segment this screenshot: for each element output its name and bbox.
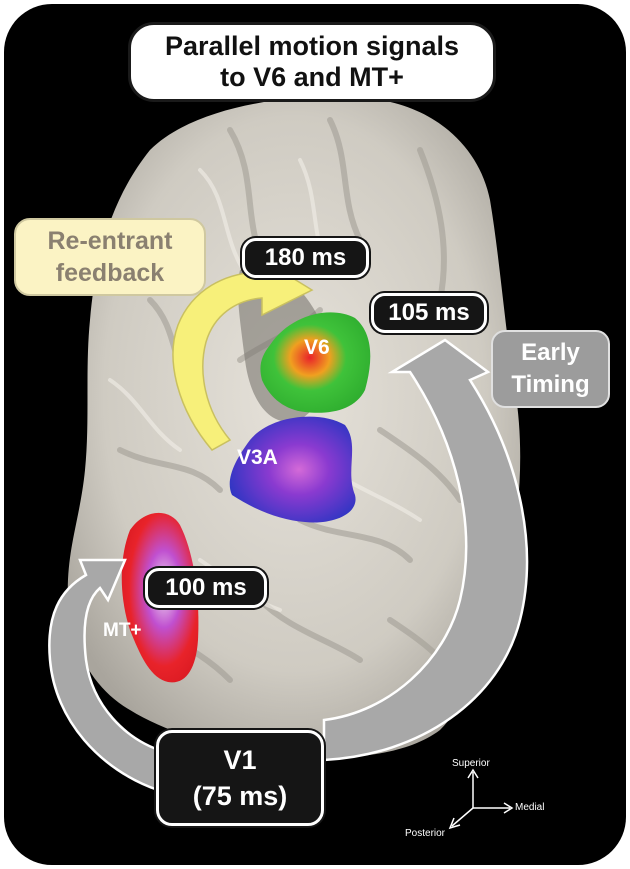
early-timing-line-1: Early: [521, 339, 580, 366]
early-arrow-mt: [48, 558, 167, 792]
reentrant-feedback-label: Re-entrant feedback: [14, 218, 206, 296]
v1-label: V1: [223, 745, 257, 775]
v1-timing-box: V1 (75 ms): [156, 730, 324, 826]
v1-timing: (75 ms): [192, 781, 288, 811]
mt-timing-badge: 100 ms: [145, 568, 267, 608]
title-box: Parallel motion signals to V6 and MT+: [128, 22, 496, 102]
feedback-line-1: Re-entrant: [47, 227, 173, 255]
early-timing-line-2: Timing: [511, 371, 590, 398]
v6-activation: [260, 312, 371, 413]
v6-area-label: V6: [304, 336, 330, 359]
feedback-line-2: feedback: [55, 259, 165, 287]
title-line-2: to V6 and MT+: [220, 62, 404, 92]
axis-posterior-label: Posterior: [405, 828, 446, 839]
axis-medial-label: Medial: [515, 802, 545, 813]
axis-superior-label: Superior: [452, 758, 490, 769]
v6-early-timing-badge: 105 ms: [371, 293, 487, 333]
early-arrow-v6: [322, 338, 529, 762]
early-timing-label: Early Timing: [491, 330, 610, 408]
orientation-axes: [448, 768, 514, 830]
v6-feedback-timing-badge: 180 ms: [242, 238, 369, 278]
v3a-area-label: V3A: [237, 446, 278, 469]
v3a-activation: [229, 416, 356, 523]
title-line-1: Parallel motion signals: [164, 31, 460, 61]
mt-area-label: MT+: [103, 620, 142, 641]
